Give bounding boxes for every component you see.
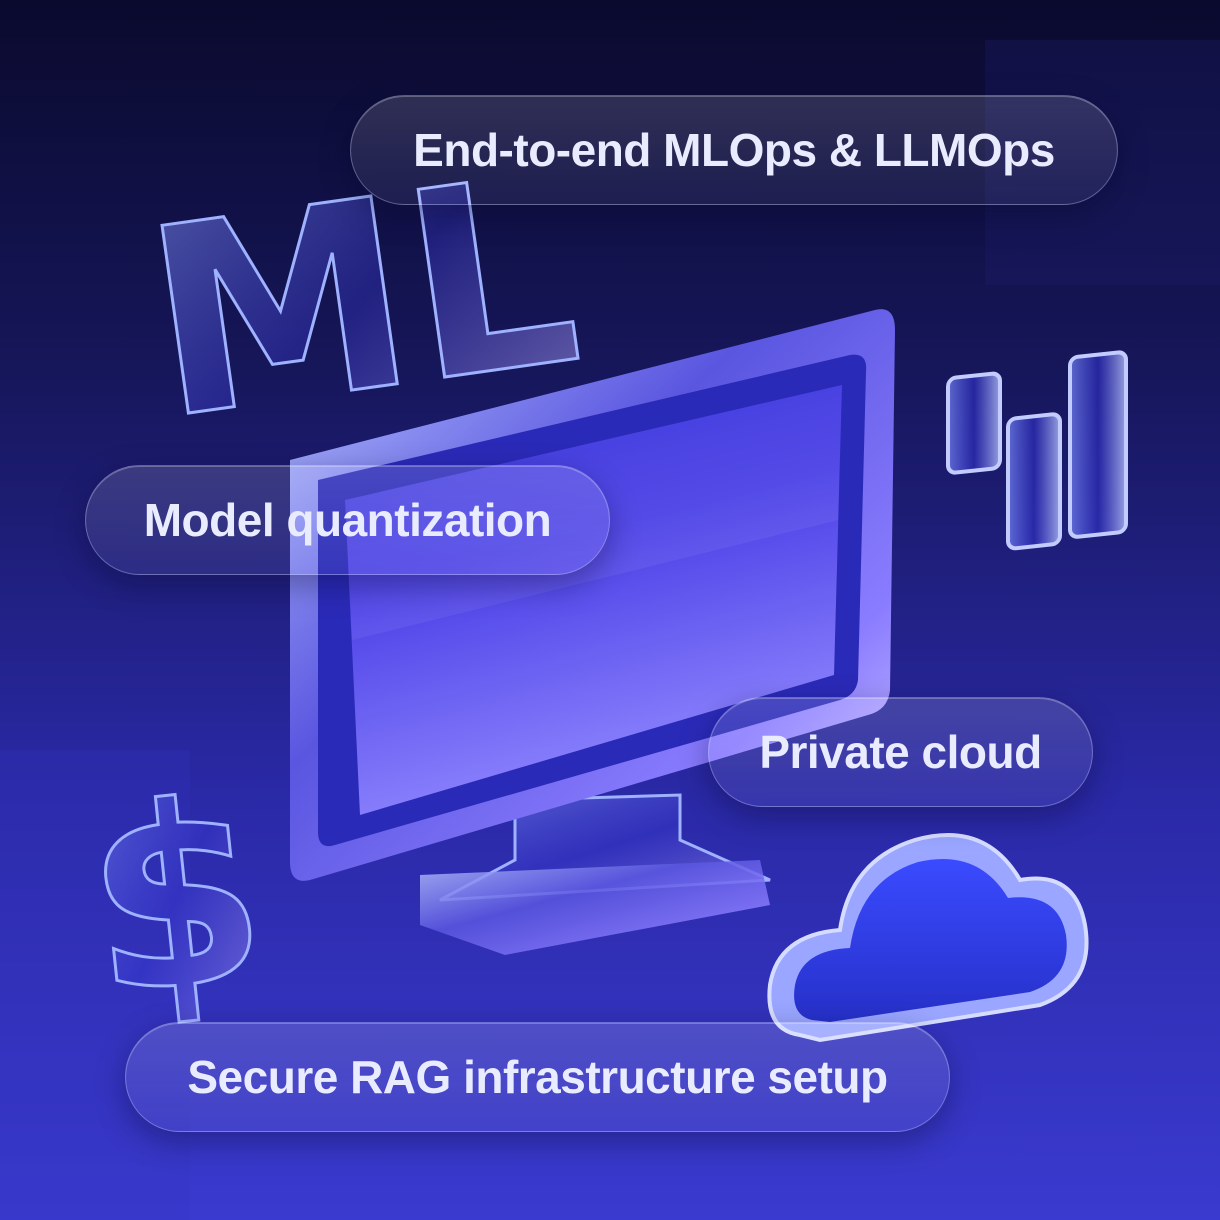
dollar-glyph: $ bbox=[74, 745, 277, 1053]
bar-chart-icon bbox=[946, 350, 1128, 551]
pill-private-cloud: Private cloud bbox=[708, 697, 1093, 807]
cloud-icon bbox=[767, 833, 1089, 1043]
dollar-icon: $ bbox=[73, 743, 279, 1054]
pill-mlops: End-to-end MLOps & LLMOps bbox=[350, 95, 1118, 205]
pill-private-cloud-label: Private cloud bbox=[759, 726, 1042, 778]
pill-quantization-label: Model quantization bbox=[143, 494, 552, 546]
pill-mlops-label: End-to-end MLOps & LLMOps bbox=[413, 124, 1055, 176]
pill-rag-label: Secure RAG infrastructure setup bbox=[187, 1051, 888, 1103]
pill-quantization: Model quantization bbox=[85, 465, 610, 575]
pill-rag: Secure RAG infrastructure setup bbox=[125, 1022, 950, 1132]
